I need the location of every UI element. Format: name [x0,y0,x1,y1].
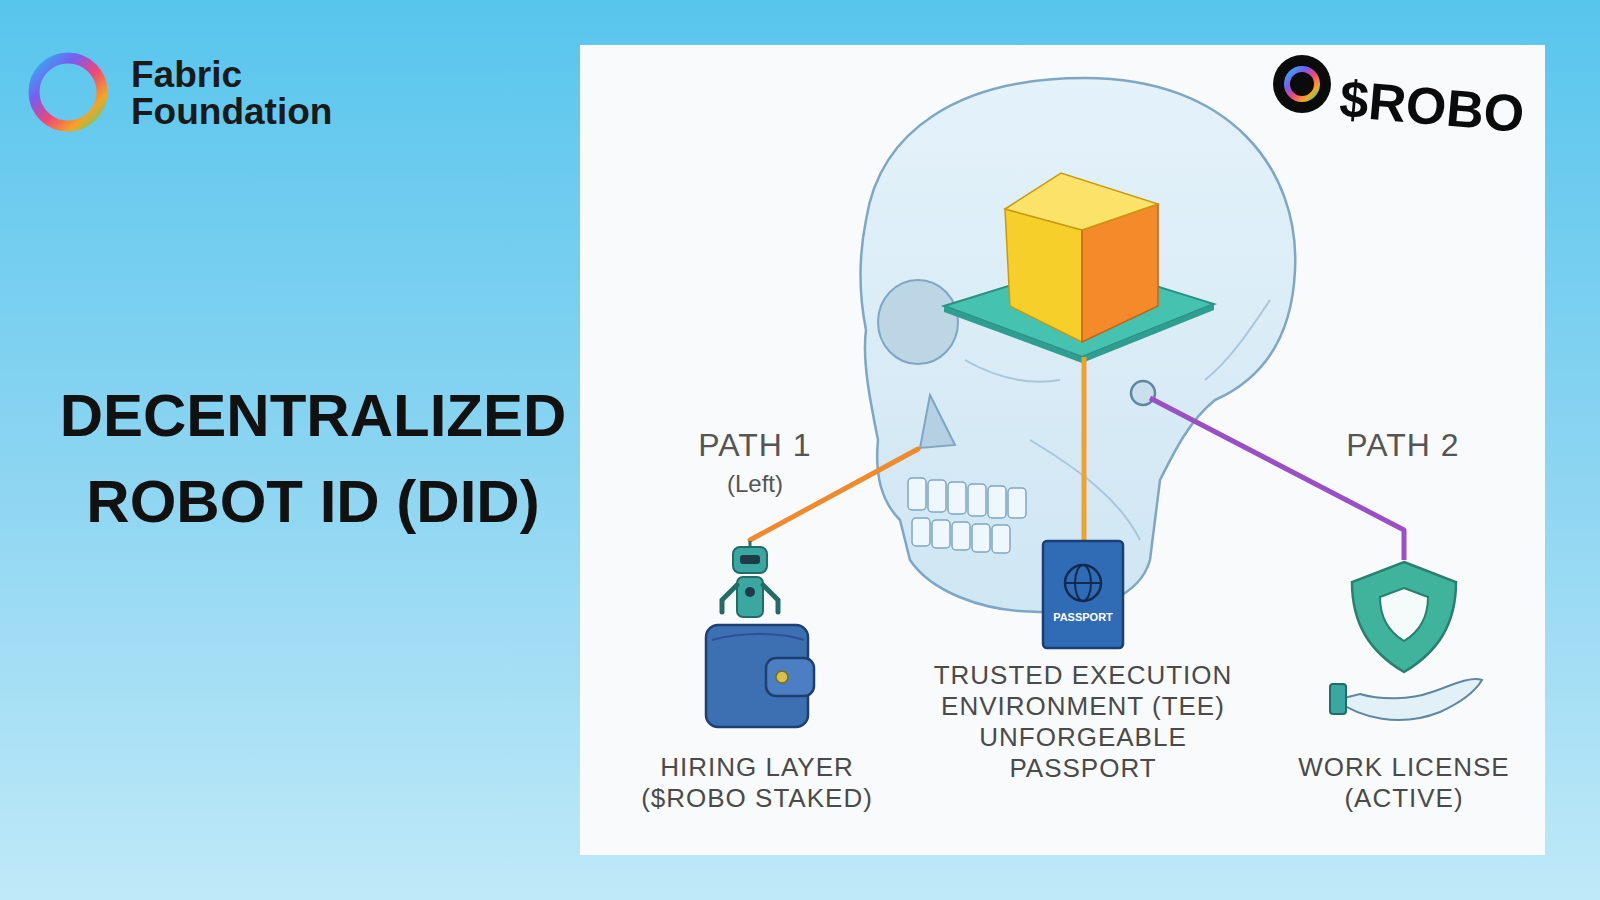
eye-socket [878,280,958,364]
nose-cavity [920,395,955,448]
passport-globe [1065,565,1101,601]
tooth [952,522,970,550]
logo-ring [34,58,102,126]
teeth [908,478,1026,553]
shield-hand-icon [1330,562,1482,720]
node-caption: HIRING LAYER ($ROBO STAKED) [627,752,887,814]
logo-disc [1273,55,1331,113]
logo-ring [1287,69,1317,99]
wallet-flap [766,658,814,696]
passport-icon [1043,541,1123,648]
cube-left [1005,209,1082,342]
tooth [912,518,930,546]
robot-arm [763,585,778,612]
path-note: (Left) [727,471,783,497]
icon-node: PASSPORT TRUSTED EXECUTION ENVIRONMENT (T… [923,541,1243,788]
tooth [968,484,986,516]
tooth [908,478,926,510]
cuff [1330,684,1346,714]
passport-text: PASSPORT [1043,610,1123,624]
tooth [932,520,950,548]
passport-cover [1043,541,1123,648]
brand-name: Fabric Foundation [131,56,371,130]
skull-shading [1205,300,1270,380]
robot-head [733,547,767,573]
node-caption: TRUSTED EXECUTION ENVIRONMENT (TEE) UNFO… [923,660,1243,784]
tooth [1008,488,1026,518]
robot-arm [722,585,737,612]
tooth [992,525,1010,553]
cube-top [1005,173,1158,230]
path-label: PATH 2 [1346,428,1459,463]
robot-body [737,577,763,617]
cheekbone [965,360,1060,382]
node-caption: WORK LICENSE (ACTIVE) [1279,752,1529,814]
robot-visor [740,555,760,564]
center-path-line [1082,357,1087,540]
icon-node: HIRING LAYER ($ROBO STAKED) [627,752,887,818]
robot-wallet-icon [706,541,814,727]
tooth [928,480,946,512]
robo-logo [1273,55,1331,113]
robot-chest [745,587,755,597]
tooth [972,524,990,552]
hand [1336,679,1482,720]
skull-outline [861,78,1296,612]
icon-node: WORK LICENSE (ACTIVE) [1279,752,1529,818]
tooth [948,482,966,514]
shield [1352,562,1456,672]
shield-inner [1380,588,1428,641]
diagram-title: DECENTRALIZED ROBOT ID (DID) [33,373,593,545]
tooth [988,486,1006,518]
illustration-panel [580,45,1545,855]
skull [861,78,1296,612]
wallet-seam [712,634,804,640]
globe-equator [1065,582,1101,584]
purple-path-line [1150,398,1404,560]
wallet-button [776,671,788,683]
path-label: PATH 1 [698,428,811,463]
